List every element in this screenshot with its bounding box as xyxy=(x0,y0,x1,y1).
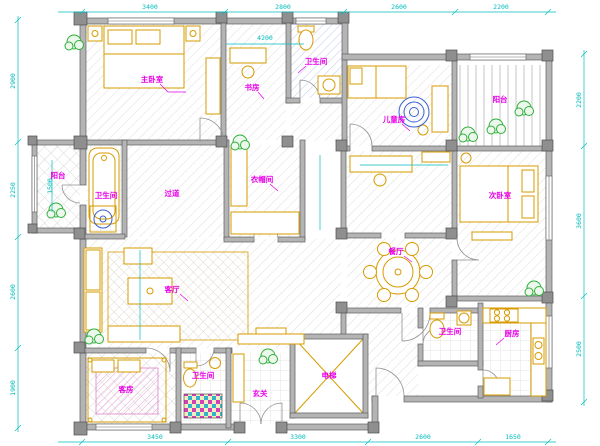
toilet-top xyxy=(297,25,341,95)
window xyxy=(469,53,527,61)
room-label-balcony-right: 阳台 xyxy=(493,94,508,104)
study-desk xyxy=(229,47,267,79)
room-label-balcony-left: 阳台 xyxy=(51,170,66,180)
room-label-study: 书房 xyxy=(245,82,260,92)
dim-bottom-1: 3300 xyxy=(290,433,306,441)
walls xyxy=(31,17,553,431)
room-label-hallway: 过道 xyxy=(165,188,180,198)
room-label-kitchen: 厨房 xyxy=(505,328,520,338)
kitchen-sink xyxy=(532,337,545,365)
dim-left-0: 2900 xyxy=(9,73,17,89)
dim-top-3: 2200 xyxy=(493,3,509,11)
sofa-group xyxy=(83,247,181,343)
kids-bed xyxy=(347,65,449,136)
window xyxy=(295,17,327,25)
dim-left-2: 2600 xyxy=(9,284,17,300)
bathtub xyxy=(88,147,120,225)
window xyxy=(31,155,38,213)
dim-top-0: 3400 xyxy=(142,3,158,11)
dim-left-3: 1900 xyxy=(9,380,17,396)
windows xyxy=(31,17,553,431)
washing-machine xyxy=(89,205,117,233)
dim-bottom-3: 1650 xyxy=(505,433,521,441)
bed-second xyxy=(459,152,539,241)
annotation-leaders xyxy=(159,65,505,346)
kitchen-counters xyxy=(482,307,547,397)
dim-right-0: 2200 xyxy=(575,92,583,108)
master-bed xyxy=(87,25,201,89)
furniture xyxy=(83,25,547,423)
dimension-lines xyxy=(14,8,588,446)
window xyxy=(545,175,553,241)
room-label-closet: 衣帽间 xyxy=(251,174,274,184)
fixtures xyxy=(89,96,430,233)
elevator-shaft xyxy=(294,338,364,414)
tv-cabinet xyxy=(237,327,305,345)
room-labels: 主卧室 书房 卫生间 儿童房 阳台 阳台 卫生间 衣帽间 过道 次卧室 餐厅 客… xyxy=(51,56,520,398)
window xyxy=(545,315,553,369)
window xyxy=(107,17,175,25)
room-label-dining: 餐厅 xyxy=(388,246,404,256)
window xyxy=(95,423,153,431)
room-label-living: 客厅 xyxy=(164,284,180,294)
dim-bottom-2: 2600 xyxy=(415,433,431,441)
structural-piers xyxy=(27,11,554,436)
desk-study-right xyxy=(349,151,451,187)
dim-inner-1: 1500 xyxy=(46,178,54,194)
plant-icon xyxy=(258,348,278,365)
room-label-elevator: 电梯 xyxy=(322,370,337,380)
room-label-bedroom-2: 次卧室 xyxy=(489,190,512,200)
room-label-bathroom-right: 卫生间 xyxy=(439,326,462,336)
dim-top-1: 2800 xyxy=(275,3,291,11)
fridge xyxy=(483,377,511,396)
guest-bed xyxy=(87,357,167,423)
dim-right-2: 2500 xyxy=(575,341,583,357)
room-label-bathroom-mid: 卫生间 xyxy=(192,370,215,380)
dimension-texts: 3400 2800 2600 2200 3450 3300 2600 1650 … xyxy=(9,3,583,441)
master-dresser xyxy=(205,57,221,115)
dim-left-1: 2250 xyxy=(9,182,17,198)
room-label-bathroom-left: 卫生间 xyxy=(95,190,118,200)
dining-table xyxy=(363,242,433,302)
shoe-cabinet xyxy=(232,353,245,403)
dim-right-1: 3600 xyxy=(575,213,583,229)
dim-bottom-0: 3450 xyxy=(147,433,163,441)
mosaic-mat xyxy=(183,393,223,419)
dim-top-2: 2600 xyxy=(391,3,407,11)
room-label-guest-room: 客房 xyxy=(118,384,134,394)
stove xyxy=(489,308,519,323)
room-label-entry: 玄关 xyxy=(253,388,268,398)
toilet-mid xyxy=(183,357,223,419)
room-label-bathroom-top: 卫生间 xyxy=(305,56,328,66)
rattan-chair-spiral xyxy=(398,96,430,128)
dim-inner-0: 4200 xyxy=(257,34,273,42)
toilet-right xyxy=(429,310,472,339)
room-label-master-bedroom: 主卧室 xyxy=(141,74,164,84)
room-label-kids-room: 儿童房 xyxy=(382,114,406,124)
